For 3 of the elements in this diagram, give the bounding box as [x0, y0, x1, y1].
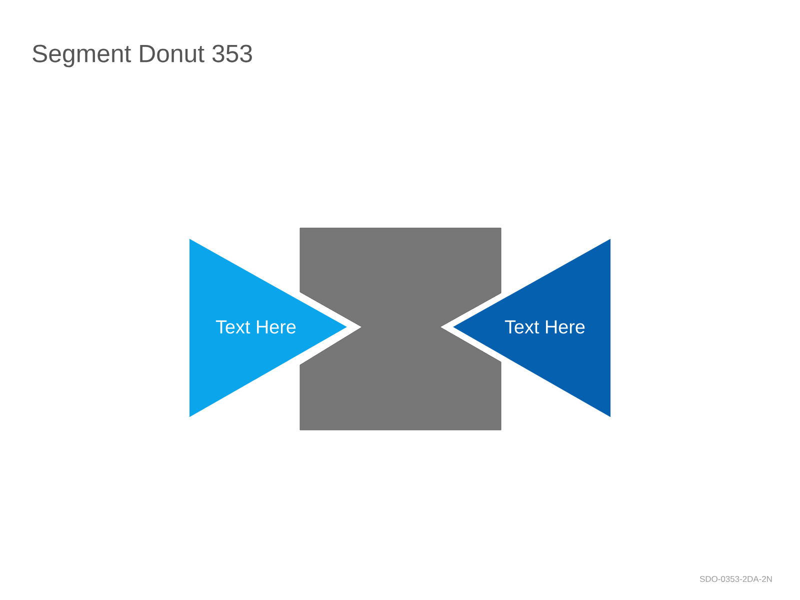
notched-block [300, 228, 502, 430]
footer-code: SDO-0353-2DA-2N [700, 576, 772, 582]
title: Segment Donut 353 [32, 44, 252, 68]
